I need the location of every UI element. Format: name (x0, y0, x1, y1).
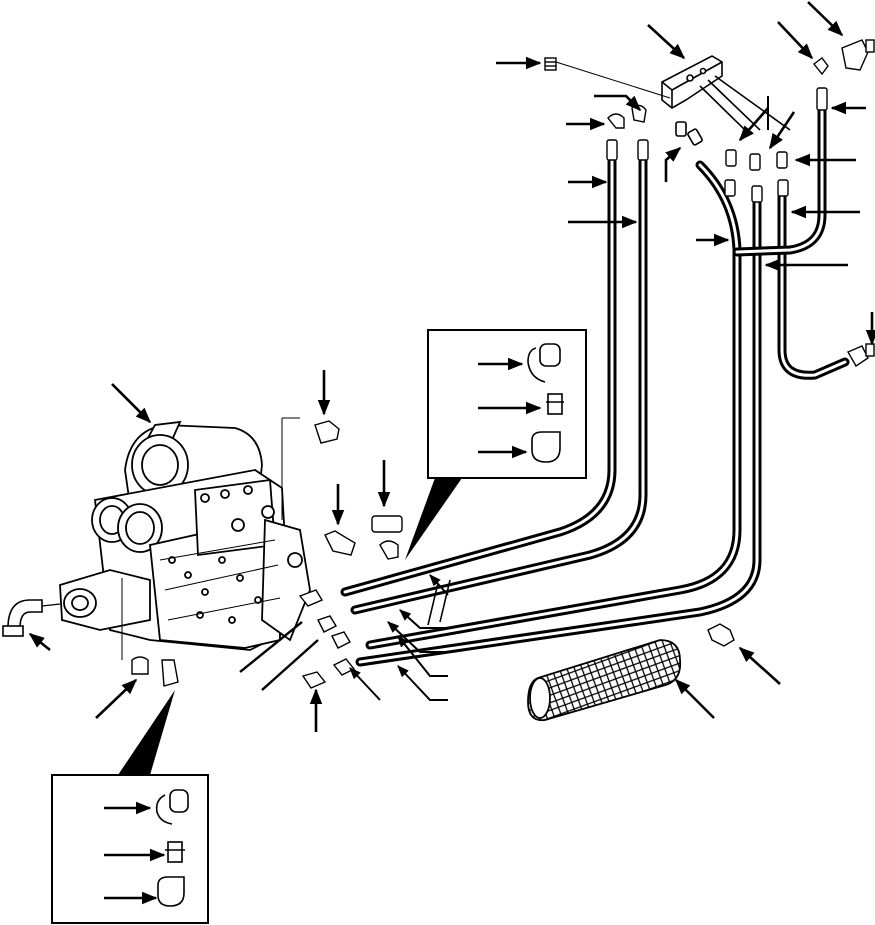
small-fittings (544, 39, 875, 367)
hydraulic-hoses (340, 105, 850, 667)
valve-port-fittings (131, 420, 403, 689)
callout-arrow (777, 21, 814, 60)
callout-arrow (674, 678, 715, 719)
callout-arrow (594, 94, 642, 112)
callout-arrow (768, 111, 796, 150)
callout-arrow (28, 632, 51, 652)
clamp (707, 623, 735, 647)
hose-5 (777, 185, 850, 380)
leader-lines (121, 417, 449, 701)
manifold-block (661, 55, 791, 146)
callout-arrow (95, 678, 138, 719)
callout-arrow (111, 383, 152, 424)
protective-sleeve (527, 639, 682, 722)
callout-arrow (738, 646, 781, 685)
callout-arrows (28, 1, 875, 905)
callout-arrow (807, 1, 844, 37)
callout-arrow (738, 107, 769, 142)
inset-upper (405, 329, 587, 560)
elbow-fitting-left (2, 599, 61, 637)
callout-arrow (664, 146, 682, 182)
callout-arrow (647, 24, 686, 60)
valve-assembly (59, 420, 311, 651)
break-marks (427, 579, 451, 626)
inset-lower (51, 690, 209, 924)
